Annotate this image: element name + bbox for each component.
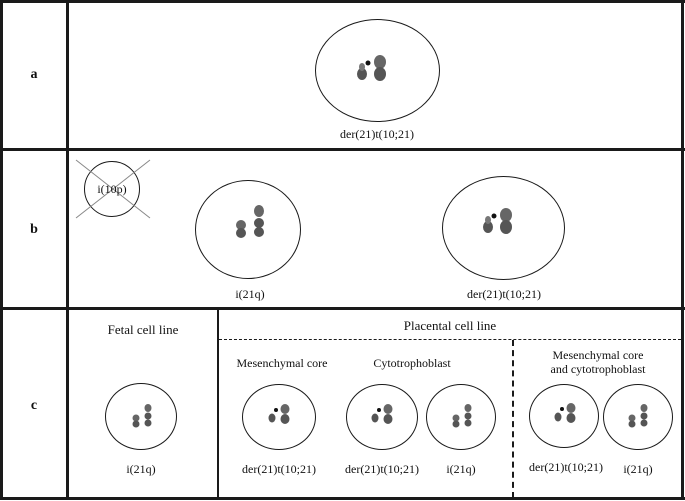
der21-chromosome-pair-icon: [554, 403, 576, 423]
frame-left: [0, 0, 3, 500]
der21-chromosome-pair-icon: [357, 55, 386, 81]
cell-mixed-i21q: [603, 384, 673, 450]
caption-fetal-i21q: i(21q): [126, 462, 156, 476]
row-divider-bc: [0, 307, 685, 310]
i21q-chromosome-pair-icon: [452, 404, 472, 428]
frame-right: [681, 0, 684, 500]
row-label-a: a: [30, 67, 38, 82]
i21q-chromosome-pair-icon: [236, 205, 264, 238]
frame-top: [0, 0, 685, 3]
header-placental-cell-line: Placental cell line: [403, 318, 497, 333]
header-fetal-cell-line: Fetal cell line: [107, 322, 179, 337]
frame-bottom: [0, 497, 685, 500]
der21-chromosome-pair-icon: [268, 404, 290, 424]
placental-mixed-dashed-divider: [512, 340, 514, 498]
header-mixed-line-1: Mesenchymal core: [552, 348, 644, 362]
cell-i10p-crossed: [84, 161, 140, 217]
cell-cyto-i21q: [426, 384, 496, 450]
row-divider-ab: [0, 148, 685, 151]
label-column-divider: [66, 0, 69, 500]
cell-i21q-b: [195, 180, 301, 279]
cell-fetal-i21q: [105, 383, 177, 450]
cell-der21-a: [315, 19, 440, 122]
i21q-chromosome-pair-icon: [628, 404, 648, 428]
cross-out-icon: [75, 159, 151, 219]
caption-i10p: i(10p): [97, 182, 127, 196]
caption-mixed-der21: der(21)t(10;21): [529, 460, 603, 474]
header-cytotrophoblast: Cytotrophoblast: [373, 356, 451, 370]
header-mixed-line-2: and cytotrophoblast: [550, 362, 646, 376]
caption-cyto-der21: der(21)t(10;21): [345, 462, 419, 476]
cell-mixed-der21: [529, 384, 599, 448]
cell-der21-b: [442, 176, 565, 280]
cell-cyto-der21: [346, 384, 418, 450]
caption-der21-b: der(21)t(10;21): [467, 287, 541, 301]
row-label-b: b: [30, 222, 38, 237]
caption-a: der(21)t(10;21): [340, 127, 414, 141]
caption-mixed-i21q: i(21q): [623, 462, 653, 476]
placental-subheader-dashed-line: [219, 339, 681, 340]
der21-chromosome-pair-icon: [483, 208, 512, 234]
caption-i21q-b: i(21q): [235, 287, 265, 301]
cell-mesenchymal-der21: [242, 384, 316, 450]
caption-mesenchymal-der21: der(21)t(10;21): [242, 462, 316, 476]
i21q-chromosome-pair-icon: [132, 404, 152, 428]
fetal-placental-divider: [217, 308, 219, 500]
der21-chromosome-pair-icon: [371, 404, 393, 424]
row-label-c: c: [30, 398, 38, 413]
caption-cyto-i21q: i(21q): [446, 462, 476, 476]
header-mesenchymal-core: Mesenchymal core: [236, 356, 328, 370]
